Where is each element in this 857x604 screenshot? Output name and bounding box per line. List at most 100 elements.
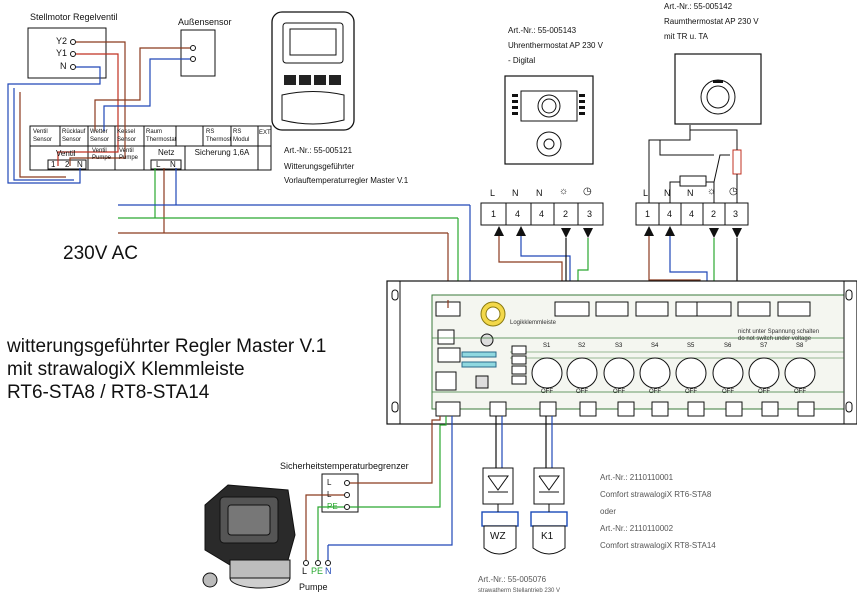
terminal-n-label: N [60,61,67,71]
terminal-n [70,64,76,70]
zone-s3: S3 [615,343,623,349]
actuator-k1 [530,467,568,555]
strip-bottom-4: Sicherung 1,6A [194,148,250,157]
actuator-wz [481,467,519,555]
pump-term-pe: PE [311,566,324,576]
net-term-n: N [170,160,176,169]
thermostat-terminals-2 [635,202,749,226]
terminal-y1 [70,51,76,57]
zone-off-7: OFF [758,389,770,395]
th2-h4-clock-icon: ◷ [729,186,738,197]
th1-h3-sun-icon: ☼ [559,186,569,197]
room-art: Art.-Nr.: 55-005142 [664,2,733,11]
th2-n1: 4 [667,209,673,219]
controller-device [271,11,355,131]
th1-h2: N [536,188,543,198]
clock-art: Art.-Nr.: 55-005143 [508,26,577,35]
controller-line1: Witterungsgeführter [284,162,355,171]
th2-n2: 4 [689,209,695,219]
comfort-name2: Comfort strawalogiX RT8-STA14 [600,541,716,550]
pump-label: Pumpe [299,582,328,592]
strip-top-8: EXT [259,130,271,136]
zone-s8: S8 [796,343,804,349]
zone-off-2: OFF [576,389,588,395]
strip-bottom-2: Ventil Pumpe [119,148,139,161]
zone-off-8: OFF [794,389,806,395]
stb-term-l1: L [327,478,332,487]
th1-n4: 3 [587,209,593,219]
strip-top-1: Rücklauf Sensor [62,129,86,143]
title-line2: mit strawalogiX Klemmleiste [7,359,245,380]
comfort-art2: Art.-Nr.: 2110110002 [600,524,674,533]
strip-top-0: Ventil Sensor [33,129,53,143]
actuator-art: Art.-Nr.: 55-005076 [478,575,547,584]
comfort-or: oder [600,507,617,516]
zone-s1: S1 [543,343,551,349]
strip-bottom-1: Ventil Pumpe [92,148,112,161]
th2-h2: N [687,188,694,198]
valve-term-1: 1 [51,160,56,169]
pump-drawing [202,484,296,589]
zone-off-6: OFF [722,389,734,395]
stb-label: Sicherheitstemperaturbegrenzer [280,461,409,471]
room-line2: mit TR u. TA [664,32,709,41]
comfort-name1: Comfort strawalogiX RT6-STA8 [600,490,712,499]
board-warning-1: nicht unter Spannung schalten [738,329,820,335]
zone-s2: S2 [578,343,586,349]
zone-s5: S5 [687,343,695,349]
zone-off-5: OFF [685,389,697,395]
th1-h1: N [512,188,519,198]
stb-term-pe: PE [327,502,338,511]
strip-top-7: RS Modul [233,129,250,143]
th1-n0: 1 [491,209,497,219]
strip-top-2: Wetter Sensor [90,129,110,143]
thermostat-terminals-1 [480,202,604,226]
zone-knobs [531,357,816,389]
board-warning-2: do not switch under voltage [738,336,812,342]
strip-top-4: Raum Thermostat [146,129,177,143]
zone-off-1: OFF [541,389,553,395]
room-line1: Raumthermostat AP 230 V [664,17,759,26]
clock-thermostat-device [504,75,594,165]
actuator-wz-label: WZ [490,531,506,542]
net-term-l: L [156,160,161,169]
stb-box [321,473,359,513]
terminal-y2 [70,39,76,45]
strip-top-3: Kessel Sensor [117,129,137,143]
stellmotor-box [27,27,107,79]
th2-h1: N [664,188,671,198]
controller-art: Art.-Nr.: 55-005121 [284,146,353,155]
stellmotor-label: Stellmotor Regelventil [30,12,118,22]
room-thermostat-device [674,53,762,125]
th1-h0: L [490,188,496,198]
terminal-y2-label: Y2 [56,36,68,46]
th2-h3-sun-icon: ☼ [707,186,717,197]
strip-bottom-3: Netz [158,148,175,157]
strip-bottom-0: Ventil [56,149,76,158]
th1-n3: 2 [563,209,569,219]
valve-term-2: 2 [65,160,70,169]
zone-off-3: OFF [613,389,625,395]
th1-n2: 4 [539,209,545,219]
valve-term-n: N [77,160,83,169]
th2-n0: 1 [645,209,651,219]
clock-line2: - Digital [508,56,536,65]
board-top-terminals [435,301,811,385]
pump-term-n: N [325,566,332,576]
zone-off-4: OFF [649,389,661,395]
title-line3: RT6-STA8 / RT8-STA14 [7,382,210,403]
zone-s7: S7 [760,343,768,349]
actuator-name: strawatherm Stellantrieb 230 V [478,588,561,594]
actuator-k1-label: K1 [541,531,554,542]
aussensensor-box [180,29,216,77]
controller-line2: Vorlauftemperaturregler Master V.1 [284,176,409,185]
clock-line1: Uhrenthermostat AP 230 V [508,41,604,50]
th2-n3: 2 [711,209,717,219]
zone-s4: S4 [651,343,659,349]
zone-s6: S6 [724,343,732,349]
th2-h0: L [643,188,649,198]
th1-n1: 4 [515,209,521,219]
comfort-art1: Art.-Nr.: 2110110001 [600,473,674,482]
